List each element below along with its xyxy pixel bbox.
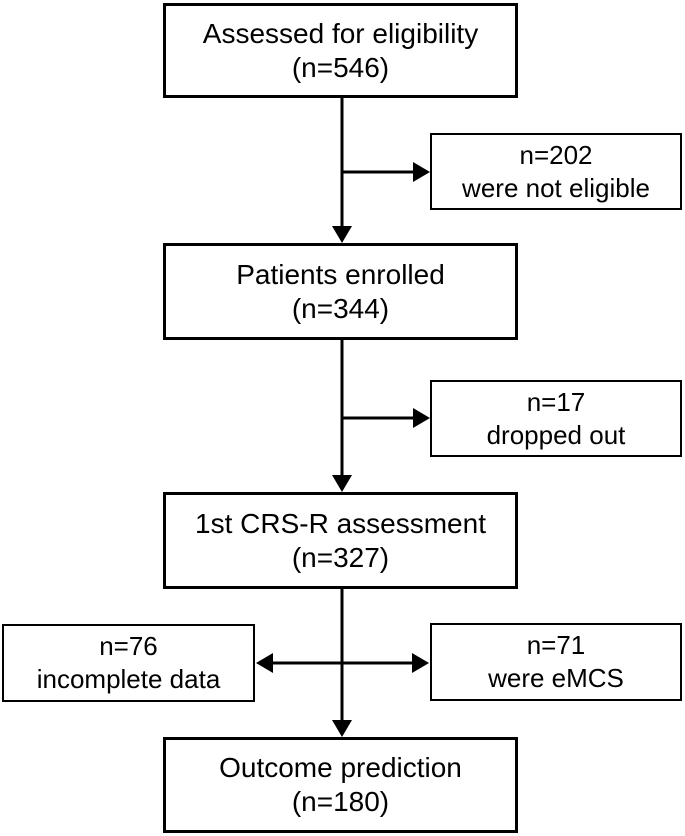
- arrow-branch-to-dropped-out: [342, 408, 430, 428]
- node-dropped-out: n=17 dropped out: [430, 380, 682, 457]
- node-dropped-out-label: dropped out: [486, 419, 626, 450]
- node-incomplete-count: n=76: [99, 631, 158, 661]
- node-not-eligible: n=202 were not eligible: [430, 133, 682, 210]
- node-emcs-count: n=71: [526, 630, 586, 660]
- node-patients-enrolled: Patients enrolled (n=344): [163, 243, 518, 340]
- arrow-branch-to-not-eligible: [342, 162, 430, 182]
- node-assessed-line1: Assessed for eligibility: [202, 17, 479, 49]
- node-crsr-assessment: 1st CRS-R assessment (n=327): [163, 492, 518, 589]
- node-dropped-out-count: n=17: [526, 386, 586, 417]
- node-assessed-count: (n=546): [291, 51, 390, 83]
- arrow-double-incomplete-emcs: [256, 653, 429, 673]
- node-not-eligible-label: were not eligible: [462, 172, 650, 203]
- node-outcome-count: (n=180): [291, 786, 390, 817]
- arrow-enrolled-to-crsr: [332, 338, 352, 492]
- node-outcome-prediction: Outcome prediction (n=180): [163, 737, 518, 833]
- node-emcs: n=71 were eMCS: [430, 623, 682, 701]
- arrow-crsr-to-outcome: [332, 588, 352, 737]
- node-outcome-line1: Outcome prediction: [219, 752, 462, 783]
- node-crsr-line1: 1st CRS-R assessment: [195, 507, 486, 539]
- node-assessed-for-eligibility: Assessed for eligibility (n=546): [163, 3, 518, 98]
- node-crsr-count: (n=327): [291, 541, 390, 573]
- node-enrolled-line1: Patients enrolled: [236, 258, 445, 290]
- node-enrolled-count: (n=344): [291, 292, 390, 324]
- node-emcs-label: were eMCS: [488, 663, 624, 693]
- arrow-assessed-to-enrolled: [332, 96, 352, 243]
- node-not-eligible-count: n=202: [519, 139, 593, 170]
- node-incomplete-data: n=76 incomplete data: [2, 624, 255, 702]
- node-incomplete-label: incomplete data: [36, 664, 221, 694]
